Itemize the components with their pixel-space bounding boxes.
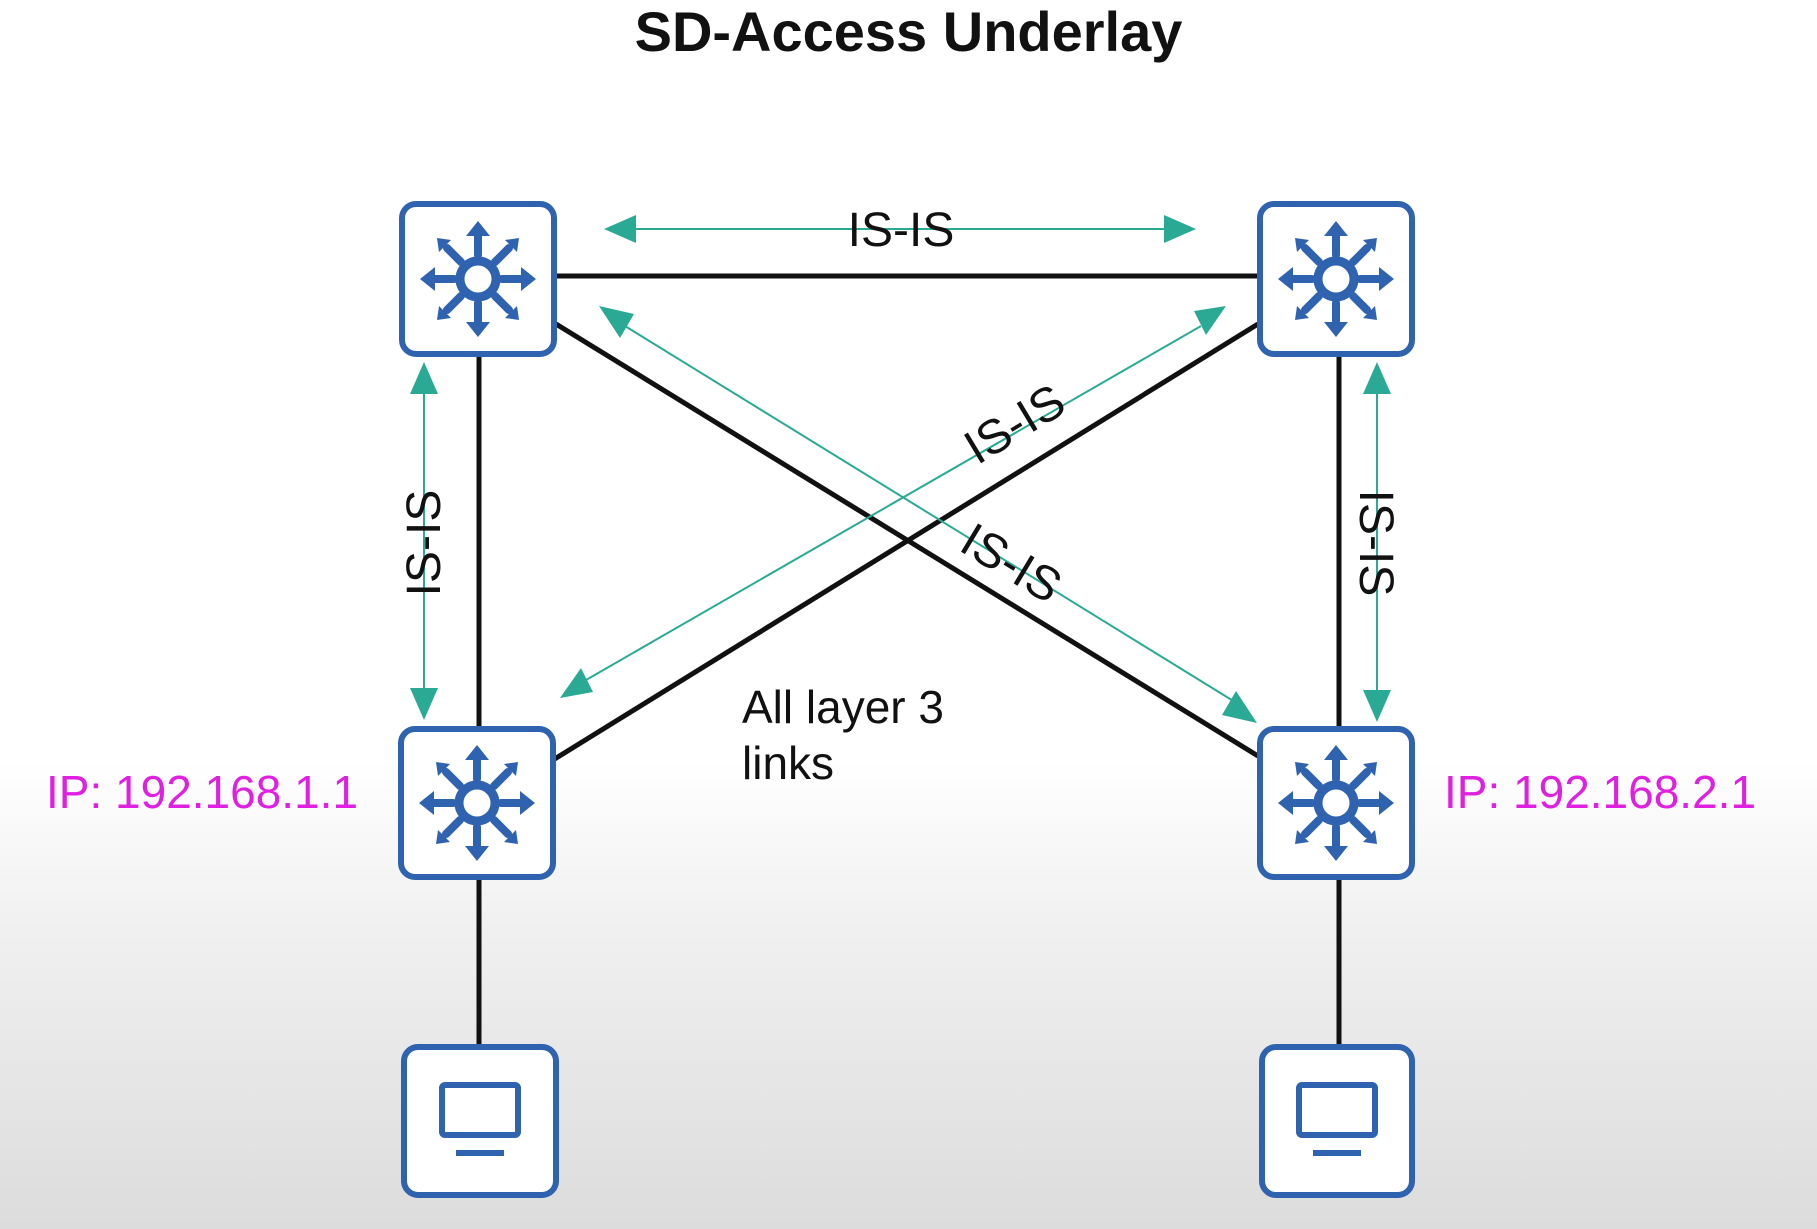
pc-right[interactable] — [1259, 1044, 1415, 1198]
note-line-2: links — [742, 737, 834, 789]
ip-label-left: IP: 192.168.1.1 — [46, 766, 358, 818]
switch-bottom-left[interactable] — [398, 726, 556, 880]
isis-label-diag-down: IS-IS — [952, 514, 1071, 614]
isis-label-left: IS-IS — [398, 490, 451, 597]
isis-label-right: IS-IS — [1349, 490, 1402, 597]
isis-arrow-diag-down — [599, 306, 1257, 723]
isis-label-diag-up: IS-IS — [956, 375, 1075, 475]
link-top-right-bottom-left — [551, 321, 1260, 763]
isis-arrow-diag-up — [560, 306, 1226, 698]
ip-label-right: IP: 192.168.2.1 — [1444, 766, 1756, 818]
isis-arrow-top — [604, 215, 1196, 243]
pc-left[interactable] — [401, 1044, 559, 1198]
isis-arrow-left — [410, 362, 438, 720]
isis-label-top: IS-IS — [848, 204, 955, 257]
isis-arrow-right — [1363, 362, 1391, 722]
switch-top-left[interactable] — [399, 201, 557, 357]
note-line-1: All layer 3 — [742, 681, 944, 733]
switch-top-right[interactable] — [1257, 201, 1415, 357]
switch-bottom-right[interactable] — [1257, 726, 1415, 880]
diagram-title: SD-Access Underlay — [634, 0, 1183, 63]
